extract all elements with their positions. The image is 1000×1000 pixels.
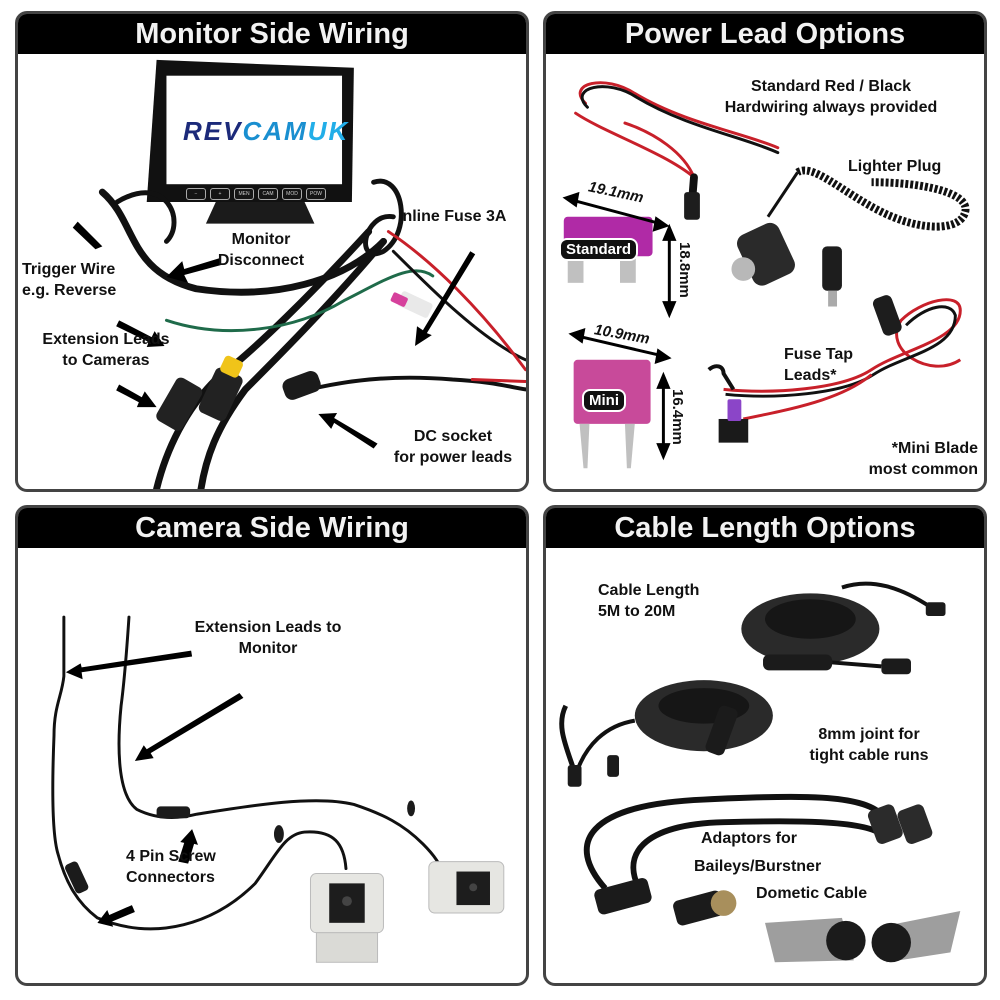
camera-left [309,873,384,963]
label-8mm-joint: 8mm joint for tight cable runs [809,726,929,764]
label-adaptors-line3: Dometic Cable [756,885,868,902]
camera-right [428,861,505,914]
cable-length-illustration [559,581,961,963]
monitor-button-menu: MEN [234,188,254,200]
panel-body-power-lead: Standard Red / Black Hardwiring always p… [546,54,984,489]
revcamuk-logo: REVCAMUK [183,116,350,146]
panel-camera-side-wiring: Camera Side Wiring [15,505,529,986]
dometic-connectors [765,910,961,963]
panel-monitor-side-wiring: Monitor Side Wiring [15,11,529,492]
panel-body-camera-side: Extension Leads to Monitor 4 Pin Screw C… [18,548,526,983]
label-dc-socket: DC socket for power leads [393,428,513,466]
extension-connectors [156,355,243,431]
monitor-button-plus: + [210,188,230,200]
panel-power-lead-options: Power Lead Options [543,11,987,492]
label-fuse-tap-leads: Fuse Tap Leads* [784,346,854,384]
monitor-image [146,59,354,224]
label-standard-hardwiring: Standard Red / Black Hardwiring always p… [724,78,938,116]
callout-arrows [65,650,244,927]
monitor-button-power: POW [306,188,326,200]
monitor-button-mode: MOD [282,188,302,200]
lighter-plug-lead [731,166,970,307]
dimension-arrows [562,191,677,461]
red-black-hardwire-lead [574,81,780,220]
cable-reel-small [559,680,773,787]
adaptor-cable [583,793,933,926]
dc-socket [282,371,321,400]
label-adaptors-line1: Adaptors for [701,830,797,847]
fuse-label-standard: Standard [561,240,637,259]
label-monitor-disconnect: Monitor Disconnect [217,231,305,269]
monitor-button-row: − + MEN CAM MOD POW [186,188,326,200]
label-extension-leads-monitor: Extension Leads to Monitor [194,619,342,657]
dim-mini-height: 16.4mm [669,389,686,445]
fuse-label-mini: Mini [584,391,624,410]
mini-fuse-image [573,359,651,469]
label-4-pin-screw-connectors: 4 Pin Screw Connectors [126,848,216,886]
inline-fuse-holder [390,291,433,318]
dim-standard-height: 18.8mm [676,242,693,298]
callout-arrows [72,221,476,449]
monitor-button-minus: − [186,188,206,200]
panel-title-camera-side: Camera Side Wiring [18,508,526,548]
fuse-tap-lead [707,295,962,443]
panel-body-monitor-side: REVCAMUK − + MEN CAM MOD POW Monitor Dis… [18,54,526,489]
monitor-button-cam: CAM [258,188,278,200]
panel-title-power-lead: Power Lead Options [546,14,984,54]
panel-body-cable-length: Cable Length 5M to 20M 8mm joint for tig… [546,548,984,983]
panel-title-cable-length: Cable Length Options [546,508,984,548]
label-inline-fuse: Inline Fuse 3A [398,208,507,225]
label-extension-leads-cameras: Extension Leads to Cameras [42,331,170,369]
label-lighter-plug: Lighter Plug [848,158,942,175]
panel-title-monitor-side: Monitor Side Wiring [18,14,526,54]
cable-reel-large [741,581,946,675]
label-trigger-wire: Trigger Wire e.g. Reverse [22,261,117,299]
power-lead-illustration [562,81,970,469]
camera-wiring-illustration [51,615,505,963]
panel-cable-length-options: Cable Length Options [543,505,987,986]
label-cable-length: Cable Length 5M to 20M [598,582,700,620]
screw-connectors [65,800,416,894]
label-mini-blade-note: *Mini Blade most common [868,440,978,478]
monitor-wiring-illustration [72,59,526,489]
label-adaptors-line2: Baileys/Burstner [694,858,822,875]
